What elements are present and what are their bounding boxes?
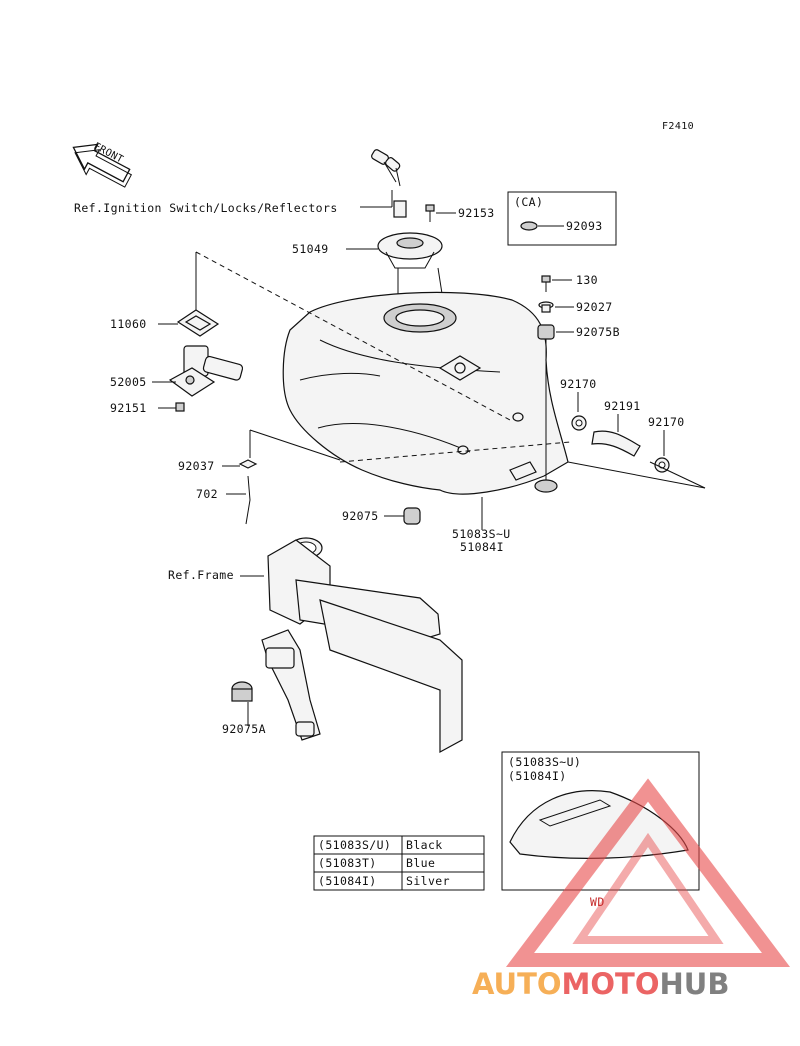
hose-clamp-2-icon: [654, 457, 670, 473]
screw-92151-icon: [175, 402, 185, 412]
frame-icon: [261, 537, 463, 754]
label-52005: 52005: [110, 375, 147, 389]
inset-line1: (51083S~U): [508, 755, 581, 769]
bolt-130-icon: [541, 275, 551, 292]
inset-line2: (51084I): [508, 769, 567, 783]
ref-frame-label: Ref.Frame: [168, 568, 234, 582]
table-part-3: (51084I): [318, 874, 377, 888]
automotohub-watermark: WD AUTOMOTOHUB: [472, 778, 791, 1001]
ca-box: (CA) 92093: [507, 191, 617, 246]
fuel-cap-icon: [377, 232, 443, 269]
damper-92075b-icon: [537, 324, 555, 340]
label-51083: 51083S~U: [452, 527, 511, 541]
table-part-2: (51083T): [318, 856, 377, 870]
damper-92075-icon: [403, 507, 421, 525]
ref-ignition-label: Ref.Ignition Switch/Locks/Reflectors: [74, 201, 338, 215]
bolt-92153-icon: [425, 204, 435, 222]
damper-92075a-icon: [231, 681, 253, 702]
hose-clamp-icon: [571, 415, 587, 431]
label-92151: 92151: [110, 401, 147, 415]
label-51084: 51084I: [460, 540, 504, 554]
label-92075: 92075: [342, 509, 379, 523]
ca-box-part: 92093: [566, 219, 603, 233]
label-51049: 51049: [292, 242, 329, 256]
label-92075A: 92075A: [222, 722, 266, 736]
label-92170-a: 92170: [560, 377, 597, 391]
ignition-key-icon: [371, 149, 401, 187]
label-130: 130: [576, 273, 598, 287]
color-table: (51083S/U) Black (51083T) Blue (51084I) …: [313, 835, 485, 891]
breather-hose-icon: [591, 430, 641, 457]
label-92191: 92191: [604, 399, 641, 413]
label-11060: 11060: [110, 317, 147, 331]
label-92037: 92037: [178, 459, 215, 473]
fuel-pump-52005-icon: [168, 345, 244, 397]
table-color-3: Silver: [406, 874, 450, 888]
lock-cylinder-icon: [393, 200, 407, 218]
label-92153: 92153: [458, 206, 495, 220]
table-color-1: Black: [406, 838, 443, 852]
inset-code: WD: [590, 895, 605, 909]
front-arrow-icon: [72, 143, 133, 188]
label-92027: 92027: [576, 300, 613, 314]
figure-code: F2410: [662, 121, 694, 132]
table-part-1: (51083S/U): [318, 838, 391, 852]
ca-box-title: (CA): [514, 195, 543, 209]
label-92170-b: 92170: [648, 415, 685, 429]
fuel-tank-icon: [282, 291, 569, 495]
clip-92037-icon: [238, 459, 258, 469]
table-color-2: Blue: [406, 856, 435, 870]
tube-702-icon: [245, 475, 251, 525]
collar-92027-icon: [538, 301, 554, 313]
gasket-11060-icon: [176, 309, 220, 337]
watermark-logo-text: AUTOMOTOHUB: [472, 967, 729, 1001]
label-702: 702: [196, 487, 218, 501]
label-92075B: 92075B: [576, 325, 620, 339]
